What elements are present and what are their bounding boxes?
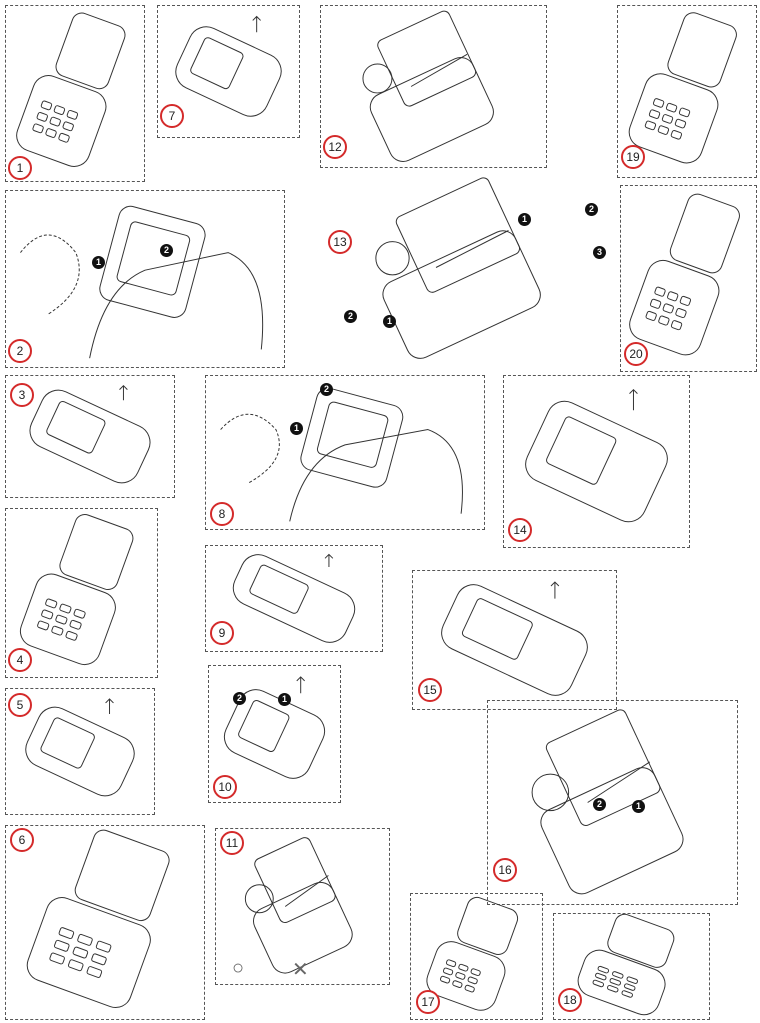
step-number-badge: 4 <box>8 648 32 672</box>
step-panel-7 <box>157 5 300 138</box>
step-panel-19 <box>617 5 757 178</box>
wrong-symbol: ✕ <box>292 959 309 981</box>
step-number-badge: 19 <box>621 145 645 169</box>
phone-tilt-illustration <box>441 581 588 696</box>
step-panel-6 <box>5 825 205 1020</box>
step-number-badge: 16 <box>493 858 517 882</box>
step-number-badge: 1 <box>8 156 32 180</box>
step-panel-3 <box>5 375 175 498</box>
phone-tilt-illustration <box>25 698 135 797</box>
step-panel-16 <box>487 700 738 905</box>
step-number-badge: 6 <box>10 828 34 852</box>
phone-tilt-illustration <box>175 15 282 117</box>
phone-open-illustration <box>628 12 737 164</box>
step-marker-one: 1 <box>278 693 291 706</box>
hands-illustration <box>220 387 463 522</box>
step-panel-11 <box>215 828 390 985</box>
step-number-badge: 10 <box>213 775 237 799</box>
step-panel-20 <box>620 185 757 372</box>
step-marker-one: 1 <box>92 256 105 269</box>
step-panel-17 <box>410 893 543 1020</box>
step-panel-9 <box>205 545 383 652</box>
step-marker-one: 1 <box>632 800 645 813</box>
step-number-badge: 18 <box>558 988 582 1012</box>
step-panel-13 <box>320 175 610 360</box>
step-panel-1 <box>5 5 145 182</box>
step-number-badge: 9 <box>210 621 234 645</box>
step-marker-two: 2 <box>344 310 357 323</box>
step-number-badge: 3 <box>10 383 34 407</box>
phone-open-illustration <box>629 193 740 356</box>
step-marker-one: 1 <box>383 315 396 328</box>
step-panel-18 <box>553 913 710 1020</box>
step-number-badge: 2 <box>8 339 32 363</box>
step-number-badge: 15 <box>418 678 442 702</box>
phone-tilt-illustration <box>232 553 356 643</box>
step-number-badge: 5 <box>8 693 32 717</box>
step-number-badge: 7 <box>160 104 184 128</box>
phone-tilt-illustration <box>525 388 668 523</box>
phone-open-illustration <box>426 896 519 1011</box>
step-marker-two: 2 <box>160 244 173 257</box>
board-illustration <box>362 10 494 162</box>
step-panel-14 <box>503 375 690 548</box>
step-number-badge: 20 <box>624 342 648 366</box>
hands-illustration <box>20 205 264 359</box>
step-panel-12 <box>320 5 547 168</box>
phone-open-illustration <box>577 914 675 1016</box>
step-panel-4 <box>5 508 158 678</box>
step-number-badge: 17 <box>416 990 440 1014</box>
step-marker-two: 2 <box>320 383 333 396</box>
step-marker-two: 2 <box>593 798 606 811</box>
phone-tilt-illustration <box>29 384 151 484</box>
correct-symbol: ○ <box>232 957 245 979</box>
step-panel-2 <box>5 190 285 368</box>
phone-open-illustration <box>16 12 126 167</box>
phone-open-illustration <box>19 514 134 666</box>
board-illustration <box>531 709 684 895</box>
step-panel-8 <box>205 375 485 530</box>
step-number-badge: 8 <box>210 502 234 526</box>
step-number-badge: 12 <box>323 135 347 159</box>
phone-open-illustration <box>26 829 170 1009</box>
step-marker-three: 3 <box>593 246 606 259</box>
step-number-badge: 11 <box>220 831 244 855</box>
step-panel-15 <box>412 570 617 710</box>
board-illustration <box>375 177 541 359</box>
step-marker-one: 1 <box>290 422 303 435</box>
step-marker-two: 2 <box>585 203 598 216</box>
step-marker-one: 1 <box>518 213 531 226</box>
step-marker-two: 2 <box>233 692 246 705</box>
step-number-badge: 13 <box>328 230 352 254</box>
step-panel-5 <box>5 688 155 815</box>
board-illustration <box>244 837 353 974</box>
step-number-badge: 14 <box>508 518 532 542</box>
